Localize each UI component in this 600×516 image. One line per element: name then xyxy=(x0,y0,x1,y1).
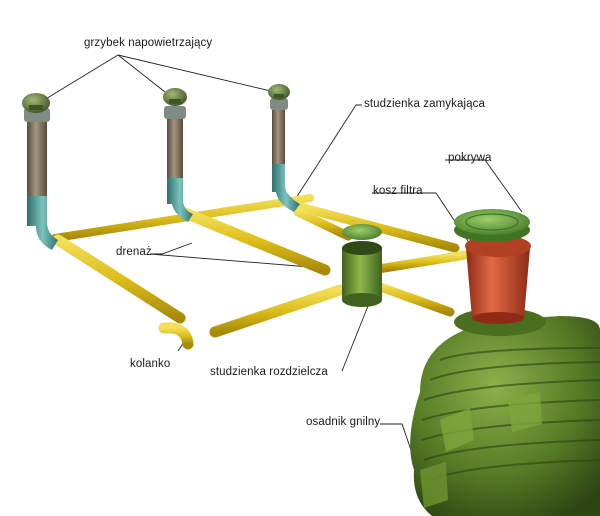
leader-lines xyxy=(43,54,523,477)
label-lid: pokrywa xyxy=(448,152,492,164)
tank-lid xyxy=(454,209,530,242)
label-elbow: kolanko xyxy=(130,358,171,370)
vent-riser-left xyxy=(22,93,58,250)
elbow-fitting xyxy=(158,322,194,350)
label-distribution-well: studzienka rozdzielcza xyxy=(210,366,328,378)
filter-basket xyxy=(465,235,531,324)
vent-riser-right xyxy=(268,84,300,212)
label-drainage: drenaż xyxy=(116,246,152,258)
vent-riser-middle xyxy=(163,88,193,222)
drainage-pipes xyxy=(52,207,353,324)
distribution-well xyxy=(342,224,382,307)
label-vent-cap: grzybek napowietrzający xyxy=(84,37,213,49)
label-closing-well: studzienka zamykająca xyxy=(364,98,485,110)
label-filter-basket: kosz filtra xyxy=(373,185,423,197)
distribution-outlet-pipes xyxy=(209,250,470,338)
label-septic-tank: osadnik gnilny xyxy=(306,416,381,428)
septic-tank xyxy=(410,308,600,516)
